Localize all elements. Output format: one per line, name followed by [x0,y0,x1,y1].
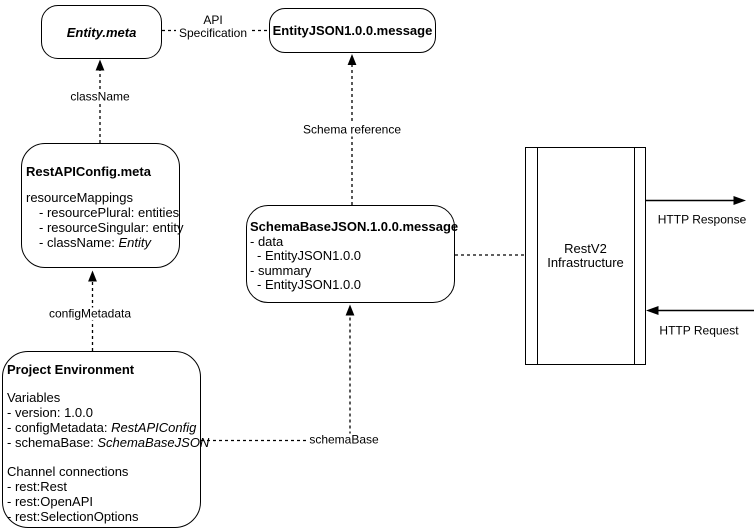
edge-label-schema-base: schemaBase [307,432,381,447]
schema-data-line: - data [250,234,284,249]
channel-selectionoptions-line: - rest:SelectionOptions [7,509,139,524]
node-restv2-infrastructure[interactable]: RestV2 Infrastructure [525,147,646,365]
restv2-name-line1: RestV2 [564,240,607,256]
schema-base-json-body: - data - EntityJSON1.0.0 - summary - Ent… [250,234,454,292]
edge-label-http-response: HTTP Response [657,212,747,227]
schema-base-prefix: - schemaBase: [7,435,98,450]
class-name-value: Entity [118,235,151,250]
channel-rest-line: - rest:Rest [7,479,67,494]
project-environment-title: Project Environment [7,362,135,377]
blank-line-spacer [7,450,200,464]
arrowhead-right-http-response [733,196,746,205]
schema-base-json-title: SchemaBaseJSON.1.0.0.message [250,219,459,234]
node-entityjson-message[interactable]: EntityJSON1.0.0.message [269,8,436,53]
rest-api-config-body: resourceMappings - resourcePlural: entit… [26,190,184,250]
resource-singular-line: - resourceSingular: entity [39,220,184,235]
node-project-environment[interactable]: Project Environment Variables - version:… [2,351,209,528]
class-name-line: - className: Entity [26,235,179,250]
arrowhead-up-config-metadata [88,270,97,282]
schema-base-value: SchemaBaseJSON [97,435,210,450]
class-name-prefix: - className: [39,235,119,250]
entityjson-message-title: EntityJSON1.0.0.message [272,23,433,38]
resource-plural-line: - resourcePlural: entities [39,205,180,220]
resource-mappings-header: resourceMappings [26,190,133,205]
edge-label-http-request: HTTP Request [659,323,739,338]
schema-summary-line: - summary [250,262,312,278]
config-metadata-value: RestAPIConfig [111,420,197,435]
edge-label-api-specification: API Specification [176,14,250,40]
variables-header: Variables [7,390,61,405]
arrowhead-up-schema-base [345,304,355,316]
edge-label-config-metadata: configMetadata [46,306,134,321]
restv2-name-line2: Infrastructure [547,255,624,270]
node-rest-api-config[interactable]: RestAPIConfig.meta resourceMappings - re… [21,143,184,268]
version-line: - version: 1.0.0 [7,405,93,420]
schema-base-line: - schemaBase: SchemaBaseJSON [7,435,209,450]
arrowhead-left-http-request [646,306,659,315]
restv2-left-bar [537,147,539,365]
edge-label-schema-reference: Schema reference [300,122,404,137]
connector-schema-base [201,314,351,442]
project-environment-body: Variables - version: 1.0.0 - configMetad… [7,390,209,524]
entity-meta-title: Entity.meta [66,24,137,40]
arrowhead-up-schema-reference [347,54,357,65]
edge-label-classname: className [68,89,132,104]
rest-api-config-title: RestAPIConfig.meta [26,164,151,179]
node-schema-base-json[interactable]: SchemaBaseJSON.1.0.0.message - data - En… [246,205,459,303]
restv2-right-bar [633,147,635,365]
schema-data-entity-line: - EntityJSON1.0.0 [257,248,362,264]
channel-openapi-line: - rest:OpenAPI [7,494,93,509]
schema-summary-entity-line: - EntityJSON1.0.0 [257,276,362,292]
channels-header: Channel connections [7,464,129,479]
config-metadata-line: - configMetadata: RestAPIConfig [7,420,200,435]
arrowhead-up-classname [95,59,105,71]
config-metadata-prefix: - configMetadata: [7,420,112,435]
node-entity-meta[interactable]: Entity.meta [41,5,162,59]
